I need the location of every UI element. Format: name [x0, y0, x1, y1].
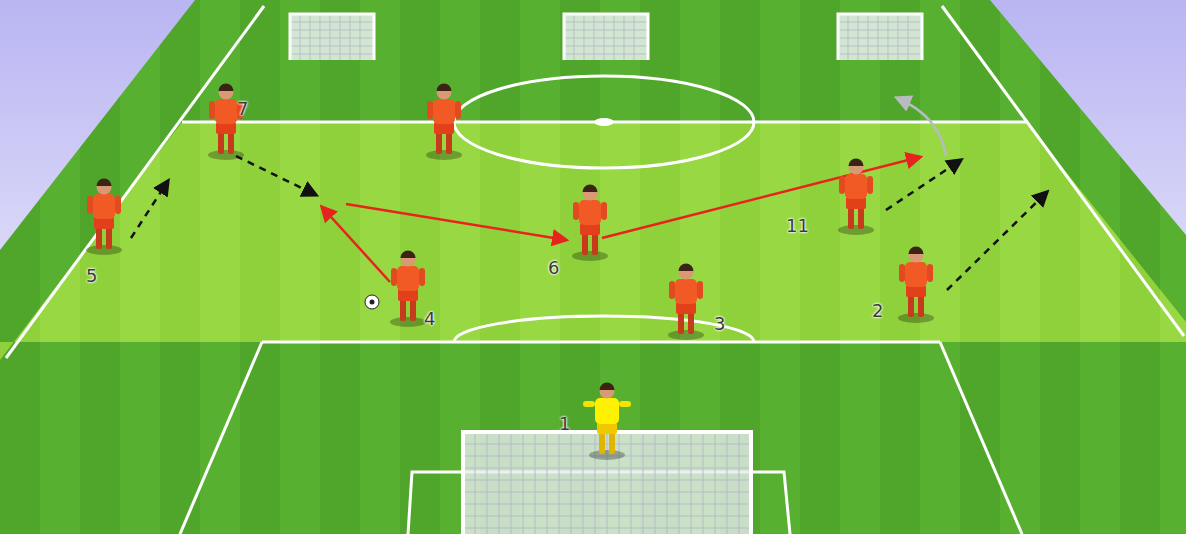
- player: [86, 179, 122, 256]
- player: [898, 247, 934, 324]
- player: [572, 185, 608, 262]
- player: [838, 159, 874, 236]
- callout-number: 3: [714, 314, 725, 334]
- player: [426, 84, 462, 161]
- player: [208, 84, 244, 161]
- callout-number: 1: [559, 414, 570, 434]
- callout-number: 2: [872, 301, 883, 321]
- mini-goal: [564, 14, 648, 60]
- main-goal: [463, 432, 751, 534]
- callout-number: 6: [548, 258, 559, 278]
- player: [390, 251, 426, 328]
- callout-number: 4: [424, 309, 435, 329]
- callout-number: 5: [86, 266, 97, 286]
- goalkeeper: [583, 383, 631, 461]
- mini-goal: [290, 14, 374, 60]
- callout-number: 7: [237, 99, 248, 119]
- ball: [365, 295, 379, 309]
- mini-goal: [838, 14, 922, 60]
- dribble-arrow: [897, 98, 946, 156]
- callout-number: 11: [786, 216, 809, 236]
- player: [668, 264, 704, 341]
